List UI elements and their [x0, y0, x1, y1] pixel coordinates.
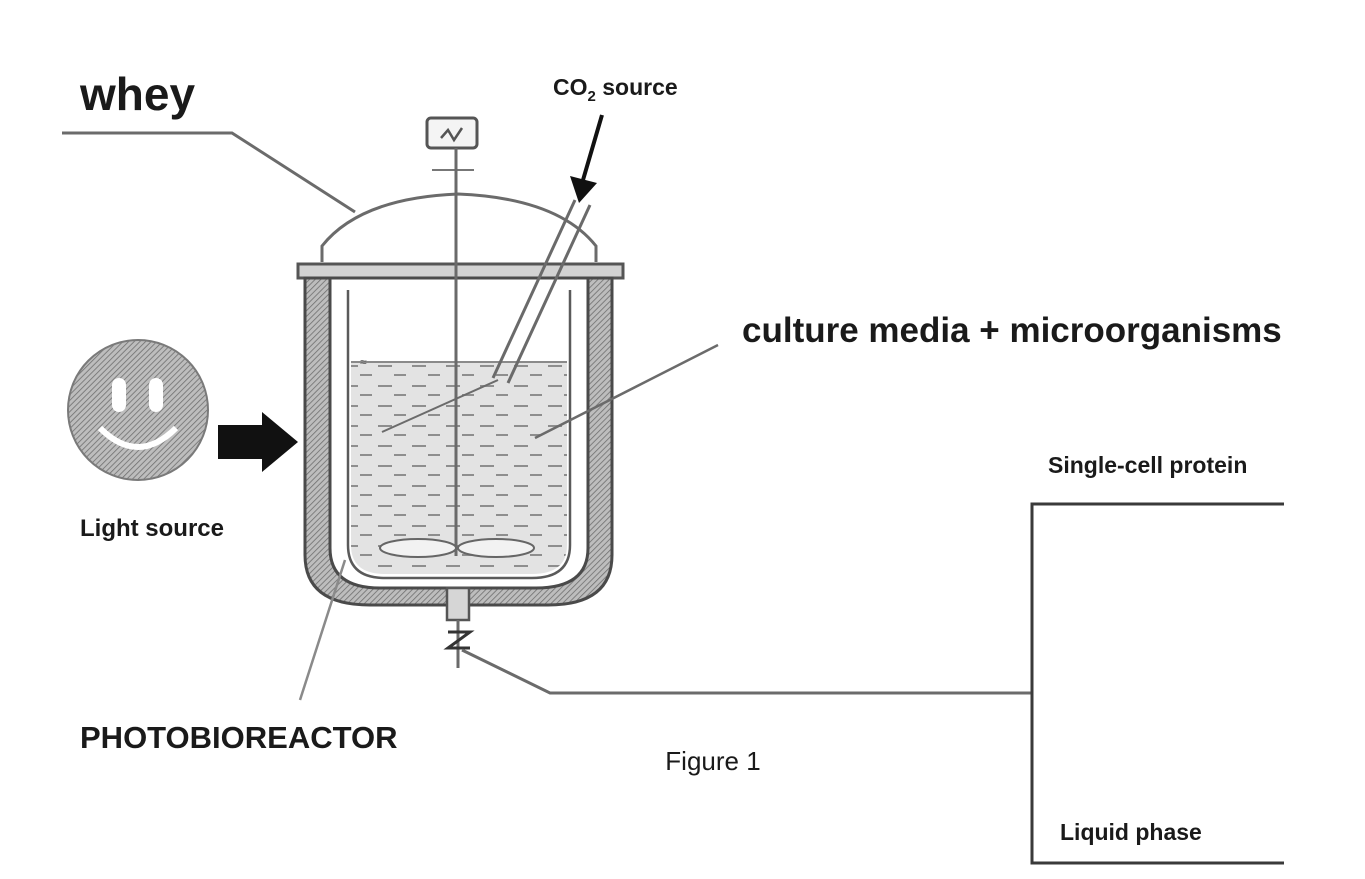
photobioreactor-label: PHOTOBIOREACTOR: [80, 720, 398, 755]
light-arrow: [218, 412, 298, 472]
co2-label-prefix: CO: [553, 74, 588, 100]
co2-label-suffix: source: [596, 74, 678, 100]
co2-source-label: CO2 source: [553, 74, 678, 105]
impeller-blade-left: [380, 539, 456, 557]
reactor-vessel: ≈: [298, 118, 623, 668]
figure-caption: Figure 1: [665, 746, 760, 776]
culture-liquid: [351, 362, 567, 574]
light-source-icon: [68, 340, 208, 480]
stirrer-motor: [427, 118, 477, 148]
svg-text:≈: ≈: [360, 355, 367, 369]
co2-label-subscript: 2: [588, 88, 596, 105]
liquid-phase-label: Liquid phase: [1060, 819, 1202, 845]
impeller-blade-right: [458, 539, 534, 557]
co2-arrow-shaft: [583, 115, 602, 180]
split-bracket: [1032, 504, 1284, 863]
light-source-label: Light source: [80, 515, 224, 542]
outlet-pipe: [447, 588, 469, 620]
reactor-dome-lid: [322, 194, 596, 262]
output-line: [462, 650, 1032, 693]
single-cell-protein-label: Single-cell protein: [1048, 452, 1247, 478]
culture-media-label: culture media + microorganisms: [742, 311, 1282, 350]
reactor-flange: [298, 264, 623, 278]
whey-label: whey: [79, 68, 195, 120]
whey-feed-line: [62, 133, 355, 212]
co2-arrow-head: [570, 176, 597, 203]
